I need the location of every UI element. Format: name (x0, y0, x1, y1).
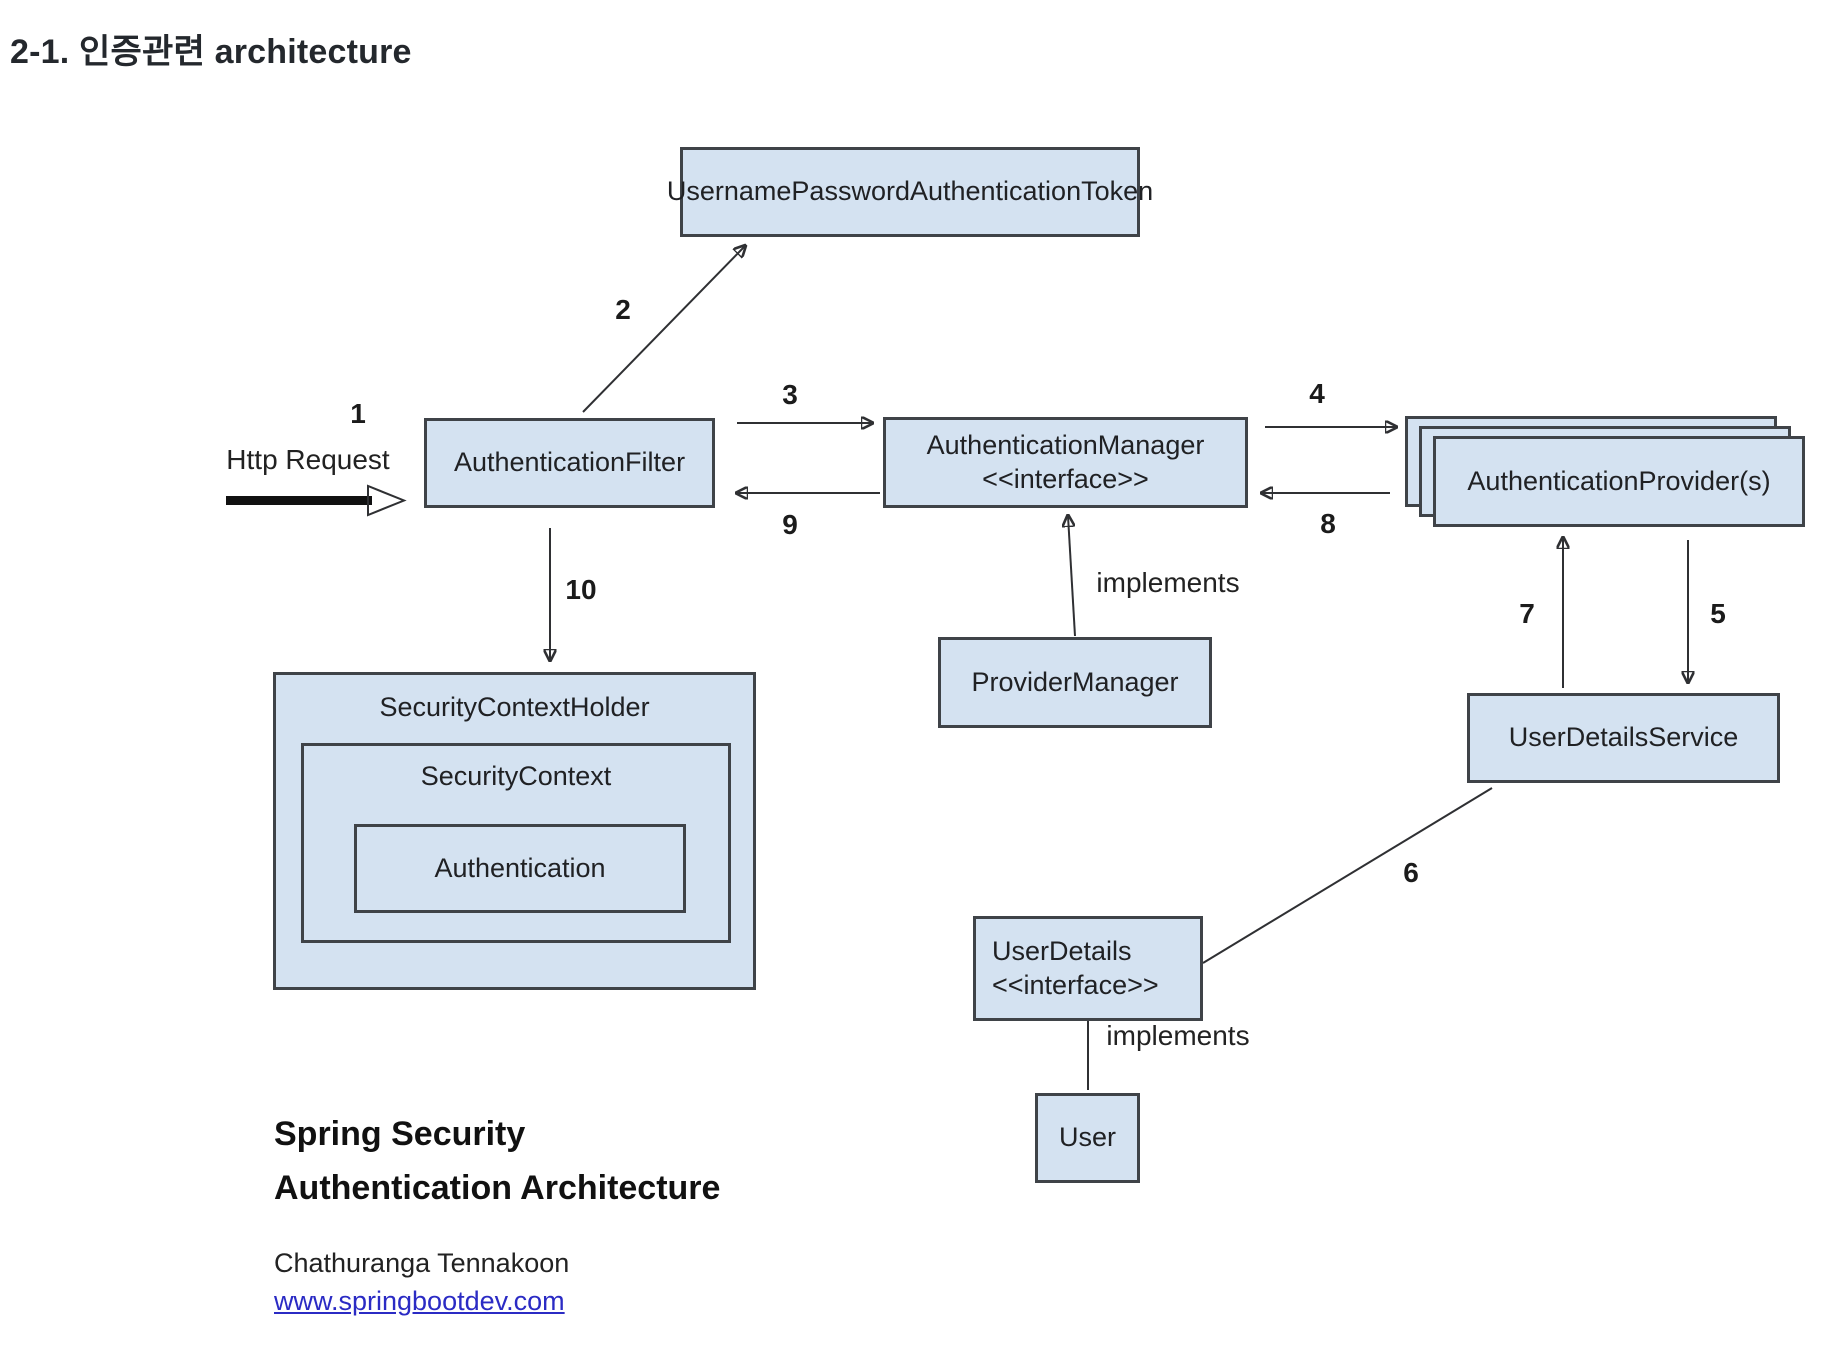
box-label: User (1058, 1122, 1116, 1153)
box-authentication-manager: AuthenticationManager <<interface>> (883, 417, 1248, 508)
box-label: SecurityContext (420, 761, 612, 791)
box-provider-manager: ProviderManager (938, 637, 1212, 728)
diagram-title-line2: Authentication Architecture (274, 1168, 721, 1207)
box-label: SecurityContextHolder (379, 692, 650, 722)
author-name: Chathuranga Tennakoon (274, 1248, 570, 1278)
box-label: ProviderManager (971, 666, 1179, 697)
box-authentication: Authentication (354, 824, 686, 913)
label-step-3: 3 (782, 379, 798, 410)
box-label: UsernamePasswordAuthenticationToken (666, 176, 1154, 207)
label-implements-provider-manager: implements (1096, 567, 1240, 598)
label-step-8: 8 (1320, 508, 1336, 539)
label-http-request: Http Request (226, 444, 390, 475)
arrow-implements-providermanager (1068, 516, 1076, 637)
label-step-5: 5 (1710, 598, 1726, 629)
box-label: AuthenticationFilter (453, 447, 686, 478)
box-label: Authentication (434, 852, 606, 883)
label-step-2: 2 (615, 294, 631, 325)
label-step-9: 9 (782, 509, 798, 540)
diagram-title-line1: Spring Security (274, 1115, 526, 1153)
label-step-1: 1 (350, 398, 366, 429)
arrow-http-request (226, 484, 407, 517)
box-user: User (1035, 1093, 1140, 1183)
line-6-userdetails-to-uds (1202, 787, 1493, 964)
box-security-context: SecurityContext Authentication (301, 743, 731, 943)
label-step-6: 6 (1403, 857, 1419, 888)
page-title: 2-1. 인증관련 architecture (10, 33, 412, 71)
arrow-2-filter-to-token (582, 246, 745, 413)
box-label: UserDetails (992, 935, 1132, 966)
box-user-details: UserDetails <<interface>> (973, 916, 1203, 1021)
box-authentication-provider: AuthenticationProvider(s) (1433, 436, 1805, 527)
box-stereotype: <<interface>> (982, 463, 1149, 494)
label-step-7: 7 (1519, 598, 1535, 629)
label-step-4: 4 (1309, 378, 1325, 409)
website-link[interactable]: www.springbootdev.com (274, 1286, 565, 1316)
box-label: AuthenticationManager (926, 429, 1205, 460)
box-label: UserDetailsService (1508, 722, 1739, 753)
label-step-10: 10 (565, 574, 597, 605)
box-user-details-service: UserDetailsService (1467, 693, 1780, 783)
box-authentication-filter: AuthenticationFilter (424, 418, 715, 508)
box-username-password-authentication-token: UsernamePasswordAuthenticationToken (667, 147, 1153, 237)
box-label: AuthenticationProvider(s) (1467, 465, 1771, 496)
diagram-title: Spring Security Authentication Architect… (274, 1108, 720, 1215)
label-implements-user: implements (1106, 1020, 1250, 1051)
box-stereotype: <<interface>> (992, 969, 1159, 1000)
box-security-context-holder: SecurityContextHolder SecurityContext Au… (273, 672, 756, 990)
